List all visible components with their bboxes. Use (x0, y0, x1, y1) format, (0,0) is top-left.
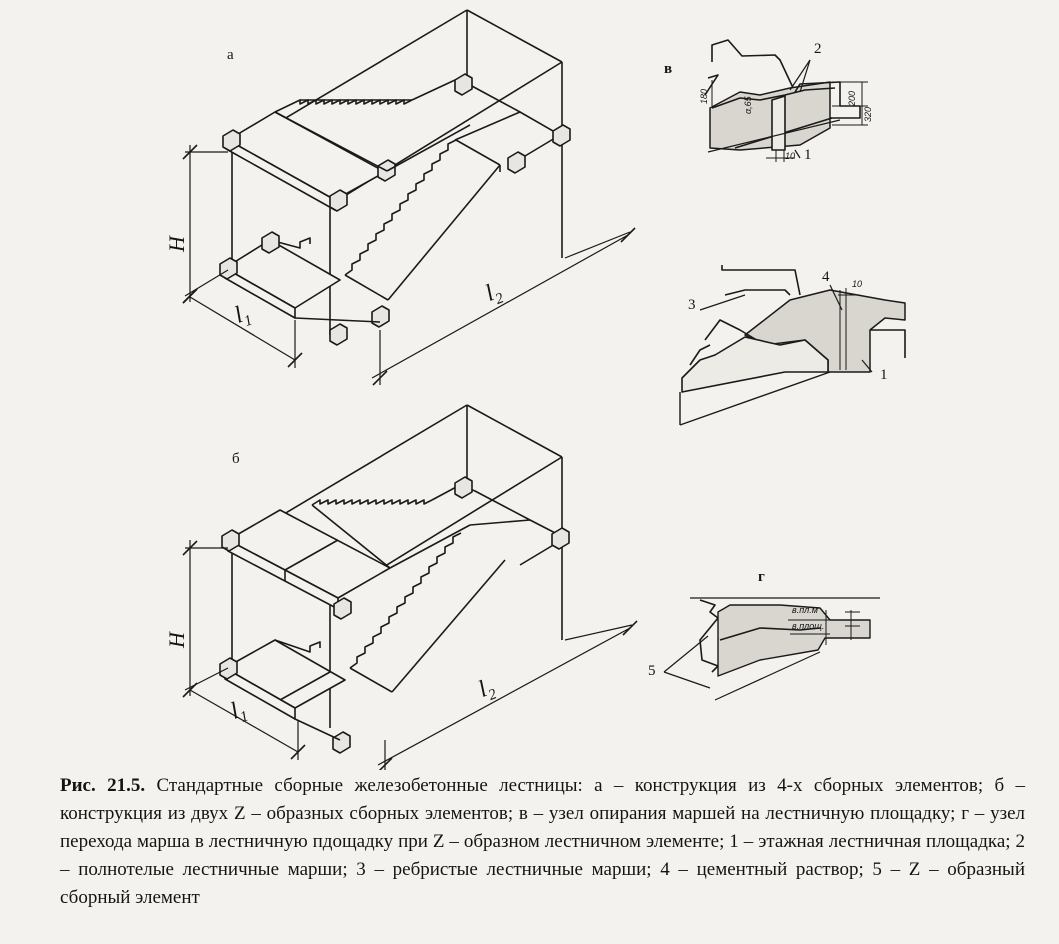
detail-v-drawing (704, 39, 868, 162)
detail-g-drawing (663, 597, 880, 701)
panel-v-label: в (664, 61, 673, 77)
callout-2: 2 (814, 41, 822, 57)
figure-caption: Рис. 21.5. Стандартные сборные железобет… (60, 772, 1025, 912)
dim-180: 180 (699, 88, 709, 104)
callout-5: 5 (648, 663, 656, 679)
panel-b-label: б (232, 451, 240, 467)
detail-rib-drawing (679, 265, 906, 426)
dim-10-mid: 10 (852, 279, 863, 289)
dim-200: 200 (847, 90, 857, 106)
stair-drawing-a (182, 9, 636, 386)
dim-320: 320 (863, 106, 873, 122)
callout-3: 3 (688, 297, 696, 313)
panel-g-label: г (758, 569, 765, 585)
dim-h-b: H (164, 632, 189, 648)
dim-10-v: 10 (785, 151, 796, 161)
dim-h-a: H (164, 236, 189, 252)
callout-1-mid: 1 (880, 367, 888, 383)
stair-drawing-b (182, 404, 638, 770)
panel-a-label: а (227, 47, 234, 63)
angle-v: α,65 (743, 96, 753, 114)
callout-1-v: 1 (804, 147, 812, 163)
figure-area: а б в г H l1 l2 H l1 l2 2 1 180 200 320 … (164, 9, 906, 770)
figure-drawing (182, 9, 906, 770)
level-pl2: в.площ. (792, 621, 825, 631)
callout-4: 4 (822, 269, 830, 285)
caption-label: Рис. 21.5. (60, 775, 146, 796)
caption-text: Стандартные сборные железобетонные лестн… (60, 775, 1025, 908)
level-pl: в.пл.м (792, 605, 818, 615)
